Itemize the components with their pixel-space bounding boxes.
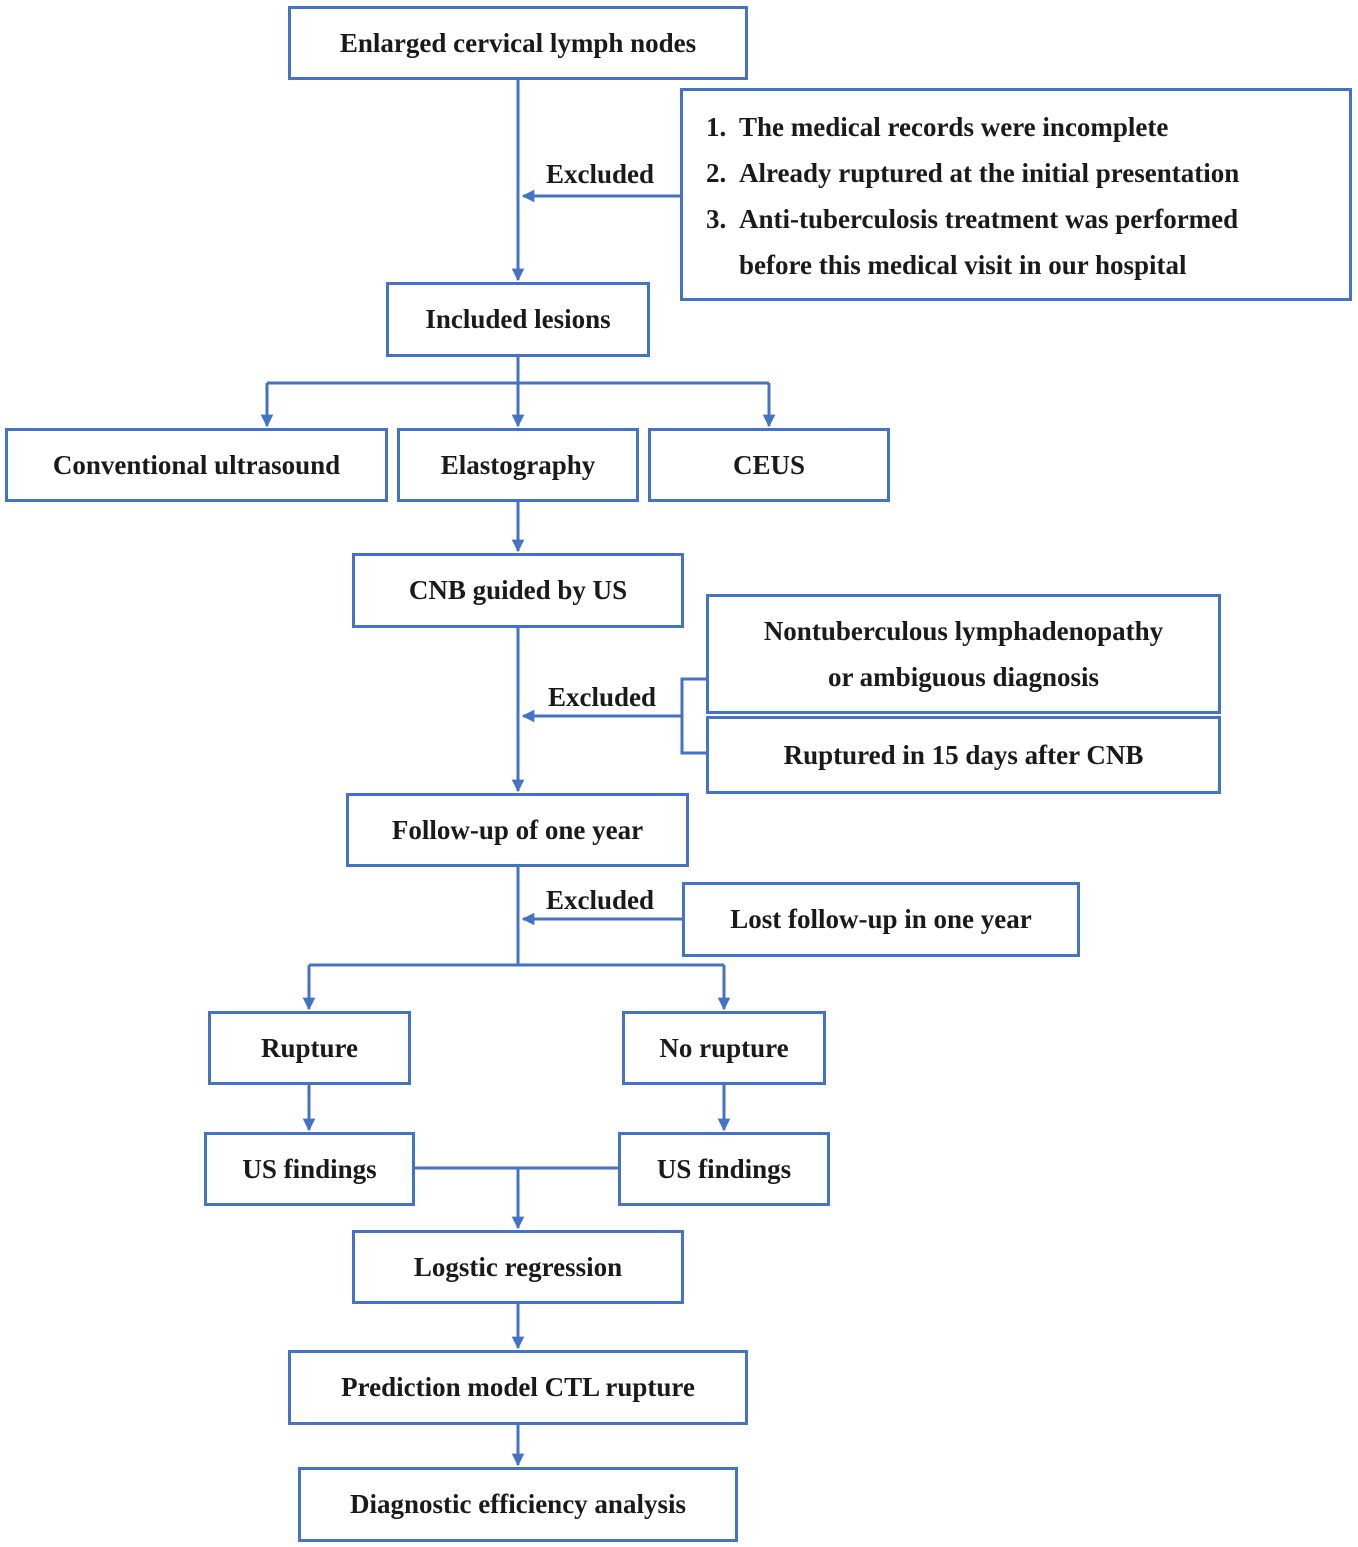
ruptured-15-days-label: Ruptured in 15 days after CNB	[783, 739, 1144, 770]
exclusion-item-3: 3.Anti-tuberculosis treatment was perfor…	[706, 204, 1239, 234]
logistic-regression-box: Logstic regression	[352, 1230, 684, 1304]
enlarged-lymph-nodes-box: Enlarged cervical lymph nodes	[288, 6, 748, 80]
diagnostic-efficiency-label: Diagnostic efficiency analysis	[350, 1489, 686, 1520]
connector-exclusion-2-bracket	[680, 677, 706, 755]
cnb-guided-label: CNB guided by US	[408, 575, 628, 606]
prediction-model-box: Prediction model CTL rupture	[288, 1350, 748, 1425]
nontuberculous-label-line2: or ambiguous diagnosis	[827, 662, 1100, 692]
exclusion-item-2: 2.Already ruptured at the initial presen…	[706, 158, 1240, 188]
rupture-label: Rupture	[260, 1032, 359, 1063]
lost-follow-up-box: Lost follow-up in one year	[682, 882, 1080, 957]
ceus-label: CEUS	[732, 449, 806, 480]
us-findings-right-label: US findings	[656, 1153, 792, 1184]
exclusion-item-3-continued: before this medical visit in our hospita…	[739, 250, 1187, 280]
follow-up-box: Follow-up of one year	[346, 793, 689, 867]
elastography-label: Elastography	[440, 449, 596, 480]
included-lesions-label: Included lesions	[425, 304, 611, 335]
nontuberculous-box: Nontuberculous lymphadenopathy or ambigu…	[706, 594, 1221, 714]
ceus-box: CEUS	[648, 428, 890, 502]
rupture-box: Rupture	[208, 1011, 411, 1085]
cnb-guided-box: CNB guided by US	[352, 553, 684, 628]
diagnostic-efficiency-box: Diagnostic efficiency analysis	[298, 1467, 738, 1542]
enlarged-lymph-nodes-label: Enlarged cervical lymph nodes	[339, 27, 697, 58]
exclusion-item-1: 1.The medical records were incomplete	[706, 112, 1169, 142]
us-findings-right-box: US findings	[618, 1132, 830, 1206]
conventional-ultrasound-box: Conventional ultrasound	[5, 428, 388, 502]
excluded-label-3: Excluded	[546, 885, 655, 915]
logistic-regression-label: Logstic regression	[413, 1251, 623, 1282]
lost-follow-up-label: Lost follow-up in one year	[730, 904, 1032, 935]
follow-up-label: Follow-up of one year	[391, 814, 644, 845]
excluded-label-1: Excluded	[546, 159, 655, 189]
elastography-box: Elastography	[397, 428, 639, 502]
ruptured-15-days-box: Ruptured in 15 days after CNB	[706, 716, 1221, 794]
no-rupture-label: No rupture	[659, 1032, 789, 1063]
prediction-model-label: Prediction model CTL rupture	[341, 1372, 695, 1403]
conventional-ultrasound-label: Conventional ultrasound	[52, 449, 341, 480]
us-findings-left-label: US findings	[242, 1153, 377, 1184]
no-rupture-box: No rupture	[622, 1011, 826, 1085]
included-lesions-box: Included lesions	[386, 282, 650, 357]
nontuberculous-label-line1: Nontuberculous lymphadenopathy	[763, 616, 1164, 646]
us-findings-left-box: US findings	[204, 1132, 415, 1206]
exclusion-criteria-box: 1.The medical records were incomplete 2.…	[680, 88, 1352, 301]
excluded-label-2: Excluded	[548, 682, 657, 712]
